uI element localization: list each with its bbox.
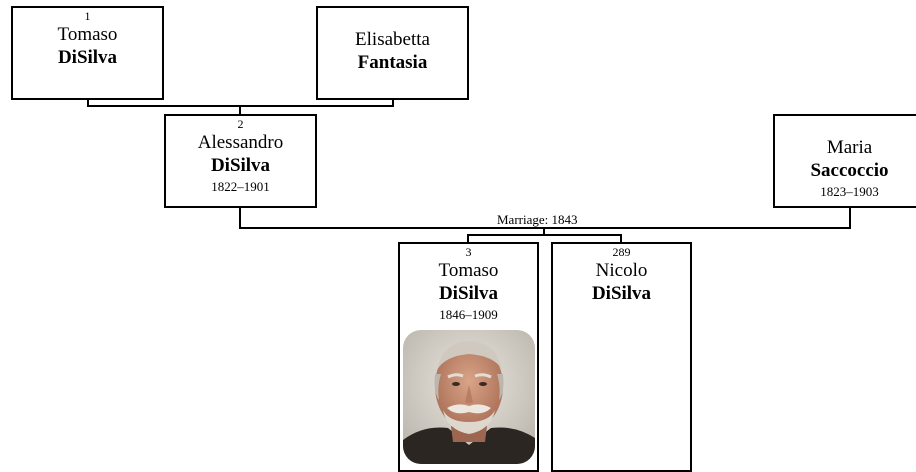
life-dates: 1822–1901 [211, 179, 270, 194]
person-number: 3 [465, 245, 472, 259]
portrait-image [403, 330, 535, 464]
surname: Saccoccio [810, 160, 889, 181]
person-number [775, 118, 916, 130]
given-name: Alessandro [197, 132, 284, 153]
given-name: Maria [826, 137, 873, 158]
connector-children-horizontal [467, 234, 622, 236]
surname: DiSilva [210, 155, 271, 176]
person-number: 2 [237, 117, 244, 131]
connector-to-p3 [467, 234, 469, 243]
connector-to-alessandro [239, 105, 241, 115]
given-name: Tomaso [57, 24, 118, 45]
person-card-alessandro[interactable]: 2 Alessandro DiSilva 1822–1901 [164, 114, 317, 208]
surname: DiSilva [591, 283, 652, 304]
portrait-photo[interactable] [403, 330, 535, 464]
given-name: Tomaso [438, 260, 499, 281]
person-number: 289 [612, 245, 631, 259]
person-number [318, 10, 467, 22]
connector-marriage-horizontal [239, 227, 851, 229]
person-card-tomaso-3[interactable]: 3 Tomaso DiSilva 1846–1909 [398, 242, 539, 472]
surname: Fantasia [357, 52, 428, 73]
marriage-label: Marriage: 1843 [495, 212, 580, 227]
surname: DiSilva [438, 283, 499, 304]
connector-to-p289 [620, 234, 622, 243]
surname: DiSilva [57, 47, 118, 68]
person-card-maria[interactable]: Maria Saccoccio 1823–1903 [773, 114, 916, 208]
given-name: Elisabetta [355, 29, 430, 50]
person-card-nicolo[interactable]: 289 Nicolo DiSilva [551, 242, 692, 472]
person-card-tomaso-1[interactable]: 1 Tomaso DiSilva [11, 6, 164, 100]
connector-maria-down [849, 207, 851, 229]
life-dates: 1846–1909 [439, 307, 498, 322]
connector-marriage-drop [543, 227, 545, 236]
life-dates: 1823–1903 [820, 184, 879, 199]
person-number: 1 [84, 9, 91, 23]
person-card-elisabetta[interactable]: Elisabetta Fantasia [316, 6, 469, 100]
given-name: Nicolo [595, 260, 648, 281]
connector-p1-down [87, 99, 89, 107]
connector-elisabetta-down [392, 99, 394, 107]
connector-alessandro-down [239, 207, 241, 229]
